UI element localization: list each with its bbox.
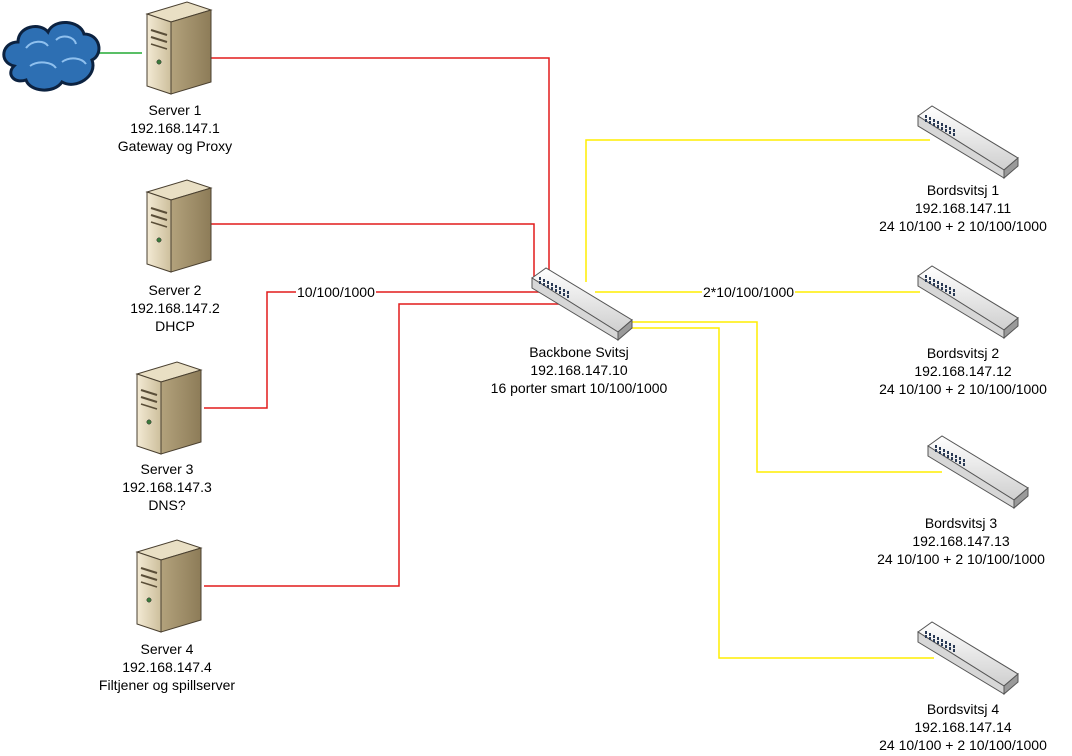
backbone-switch-ip: 192.168.147.10 [530, 362, 628, 378]
server-3-ip: 192.168.147.3 [122, 479, 212, 495]
desk-switch-3-link [620, 321, 942, 473]
server-3-role: DNS? [148, 497, 186, 513]
server-1-icon [146, 1, 212, 95]
desk-switch-1-label: Bordsvitsj 1 192.168.147.11 24 10/100 + … [853, 181, 1072, 235]
server-2-icon [146, 179, 212, 273]
server-4-name: Server 4 [140, 641, 194, 657]
desk-switch-3-icon [927, 435, 1029, 509]
server-link-speed-label: 10/100/1000 [296, 284, 376, 300]
server-1-ip: 192.168.147.1 [130, 120, 220, 136]
server-3-icon [136, 361, 202, 455]
desk-switch-4-link [625, 327, 934, 659]
backbone-switch-label: Backbone Svitsj 192.168.147.10 16 porter… [469, 343, 689, 397]
server-1-name: Server 1 [148, 102, 202, 118]
desk-switch-2-ip: 192.168.147.12 [914, 363, 1012, 379]
server-4-link [204, 303, 560, 587]
desk-switch-3-label: Bordsvitsj 3 192.168.147.13 24 10/100 + … [851, 514, 1071, 568]
server-2-label: Server 2 192.168.147.2 DHCP [75, 281, 275, 335]
desk-switch-4-ports: 24 10/100 + 2 10/100/1000 [879, 737, 1047, 753]
desk-switch-1-icon [917, 105, 1019, 179]
server-2-role: DHCP [155, 318, 195, 334]
server-4-icon [136, 539, 202, 633]
desk-switch-4-ip: 192.168.147.14 [914, 719, 1012, 735]
server-4-role: Filtjener og spillserver [98, 677, 236, 693]
server-4-label: Server 4 192.168.147.4 Filtjener og spil… [67, 640, 267, 694]
server-1-role: Gateway og Proxy [117, 138, 233, 154]
switch-link-speed-label: 2*10/100/1000 [702, 284, 796, 300]
desk-switch-1-name: Bordsvitsj 1 [926, 182, 1000, 198]
desk-switch-4-label: Bordsvitsj 4 192.168.147.14 24 10/100 + … [853, 700, 1072, 754]
desk-switch-4-name: Bordsvitsj 4 [926, 701, 1000, 717]
desk-switch-3-ip: 192.168.147.13 [912, 533, 1010, 549]
server-2-name: Server 2 [148, 282, 202, 298]
server-4-ip: 192.168.147.4 [122, 659, 212, 675]
server-1-link [210, 57, 550, 278]
backbone-switch-name: Backbone Svitsj [529, 344, 629, 360]
server-3-link [204, 291, 545, 409]
desk-switch-2-ports: 24 10/100 + 2 10/100/1000 [879, 381, 1047, 397]
server-2-link [210, 223, 535, 278]
server-3-name: Server 3 [140, 461, 194, 477]
desk-switch-1-ports: 24 10/100 + 2 10/100/1000 [879, 218, 1047, 234]
desk-switch-3-ports: 24 10/100 + 2 10/100/1000 [877, 551, 1045, 567]
desk-switch-2-name: Bordsvitsj 2 [926, 345, 1000, 361]
server-2-ip: 192.168.147.2 [130, 300, 220, 316]
internet-cloud-icon [2, 21, 101, 92]
desk-switch-2-label: Bordsvitsj 2 192.168.147.12 24 10/100 + … [853, 344, 1072, 398]
server-1-label: Server 1 192.168.147.1 Gateway og Proxy [75, 101, 275, 155]
desk-switch-3-name: Bordsvitsj 3 [924, 515, 998, 531]
desk-switch-1-link [585, 139, 930, 282]
backbone-switch-desc: 16 porter smart 10/100/1000 [490, 380, 668, 396]
desk-switch-1-ip: 192.168.147.11 [914, 200, 1012, 216]
server-3-label: Server 3 192.168.147.3 DNS? [67, 460, 267, 514]
desk-switch-2-icon [917, 265, 1019, 339]
